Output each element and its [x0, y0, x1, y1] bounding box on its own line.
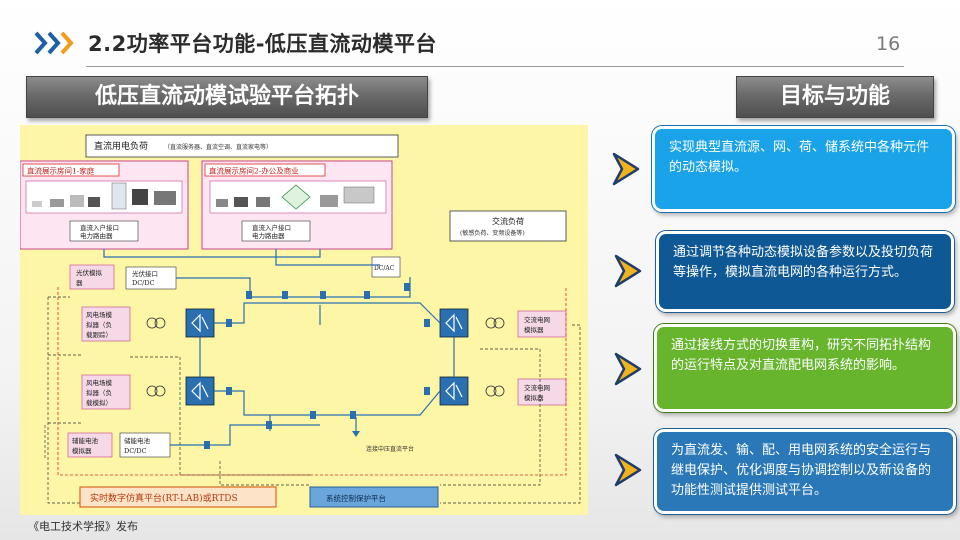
grid-simulator-2: 交流电网 模拟器 [517, 378, 567, 406]
svg-text:模拟器: 模拟器 [524, 393, 544, 402]
svg-text:系统控制保护平台: 系统控制保护平台 [326, 493, 386, 503]
svg-text:实时数字仿真平台(RT-LAB)或RTDS: 实时数字仿真平台(RT-LAB)或RTDS [90, 492, 238, 504]
chevron-logo-icon [34, 31, 74, 55]
rt-simulation-platform: 实时数字仿真平台(RT-LAB)或RTDS [79, 486, 277, 508]
svg-text:DC/DC: DC/DC [132, 279, 155, 287]
svg-text:模拟器: 模拟器 [524, 325, 544, 334]
page-number: 16 [876, 33, 901, 55]
wind-simulator-2: 风电场模 拟器（负 载模拟） [81, 374, 131, 410]
svg-text:光伏接口: 光伏接口 [132, 269, 158, 278]
dc-load-box: 直流用电负荷 （直流服务器、直流空调、直流家电等） [85, 134, 399, 158]
svg-text:辅能电池: 辅能电池 [72, 436, 99, 445]
transformer-icons [146, 317, 505, 397]
svg-text:载模拟）: 载模拟） [86, 398, 112, 407]
svg-text:载跟踪）: 载跟踪） [86, 330, 112, 339]
wind-simulator-1: 风电场模 拟器（负 载跟踪） [81, 306, 131, 342]
grid-simulator-1: 交流电网 模拟器 [517, 310, 567, 338]
goal-card-4: 为直流发、输、配、用电网系统的安全运行与继电保护、优化调度与协调控制以及新设备的… [654, 429, 956, 514]
breaker-icons [204, 283, 430, 449]
battery-simulator: 辅能电池 模拟器 [67, 432, 113, 458]
svg-text:拟器（负: 拟器（负 [86, 320, 112, 329]
svg-text:(敏感负荷、变频设备等): (敏感负荷、变频设备等) [460, 229, 525, 237]
ac-load-box: 交流负荷 (敏感负荷、变频设备等) [449, 210, 567, 242]
dc-load-subtitle: （直流服务器、直流空调、直流家电等） [164, 143, 272, 151]
svg-text:拟器（负: 拟器（负 [86, 388, 112, 397]
room2-box: 直流展示房间2-办公及商业 直流入户接口 电力路由器 [201, 160, 393, 250]
dcac-converter: DC/AC [371, 256, 401, 278]
svg-text:DC/AC: DC/AC [374, 265, 395, 272]
topology-diagram: 直流用电负荷 （直流服务器、直流空调、直流家电等） 直流展示房间1-家庭 直流入… [20, 125, 588, 515]
svg-text:交流电网: 交流电网 [524, 383, 550, 392]
chevron-right-icon [612, 152, 640, 186]
source-caption: 《电工技术学报》发布 [28, 520, 138, 533]
room1-title: 直流展示房间1-家庭 [27, 166, 95, 176]
svg-text:直流入户接口: 直流入户接口 [80, 223, 119, 232]
chevron-right-icon [614, 453, 642, 487]
svg-text:电力路由器: 电力路由器 [252, 231, 285, 240]
pv-port: 光伏接口 DC/DC [125, 266, 177, 290]
goals-section-header: 目标与功能 [736, 76, 934, 118]
svg-text:光伏模拟: 光伏模拟 [76, 268, 103, 277]
svg-text:交流负荷: 交流负荷 [492, 216, 524, 226]
goal-card-2: 通过调节各种动态模拟设备参数以及投切负荷等操作，模拟直流电网的各种运行方式。 [656, 231, 954, 312]
room1-box: 直流展示房间1-家庭 直流入户接口 电力路由器 [20, 160, 189, 250]
battery-port: 储能电池 DC/DC [119, 432, 171, 458]
pv-simulator: 光伏模拟 器 [69, 264, 115, 290]
svg-text:连接中压直流平台: 连接中压直流平台 [366, 445, 414, 453]
svg-text:直流入户接口: 直流入户接口 [252, 223, 291, 232]
room2-title: 直流展示房间2-办公及商业 [209, 166, 299, 176]
svg-text:模拟器: 模拟器 [72, 446, 92, 455]
control-protection-platform: 系统控制保护平台 [309, 486, 439, 508]
svg-text:风电场模: 风电场模 [86, 378, 113, 387]
svg-text:器: 器 [76, 279, 83, 287]
svg-text:交流电网: 交流电网 [524, 315, 550, 324]
svg-text:DC/DC: DC/DC [124, 447, 147, 455]
svg-text:风电场模: 风电场模 [86, 310, 113, 319]
chevron-right-icon [614, 254, 642, 288]
svg-text:电力路由器: 电力路由器 [80, 231, 113, 240]
goal-card-1: 实现典型直流源、网、荷、储系统中各种元件的动态模拟。 [652, 126, 955, 212]
topology-section-header: 低压直流动模试验平台拓扑 [26, 76, 428, 118]
chevron-right-icon [614, 352, 642, 386]
page-title: 2.2功率平台功能-低压直流动模平台 [88, 32, 437, 56]
mv-platform-arrow: 连接中压直流平台 [352, 417, 414, 453]
goal-card-3: 通过接线方式的切换重构，研究不同拓扑结构的运行特点及对直流配电网系统的影响。 [654, 324, 956, 412]
dc-load-title: 直流用电负荷 [94, 140, 148, 152]
svg-text:储能电池: 储能电池 [124, 436, 151, 445]
header-divider [86, 66, 904, 67]
